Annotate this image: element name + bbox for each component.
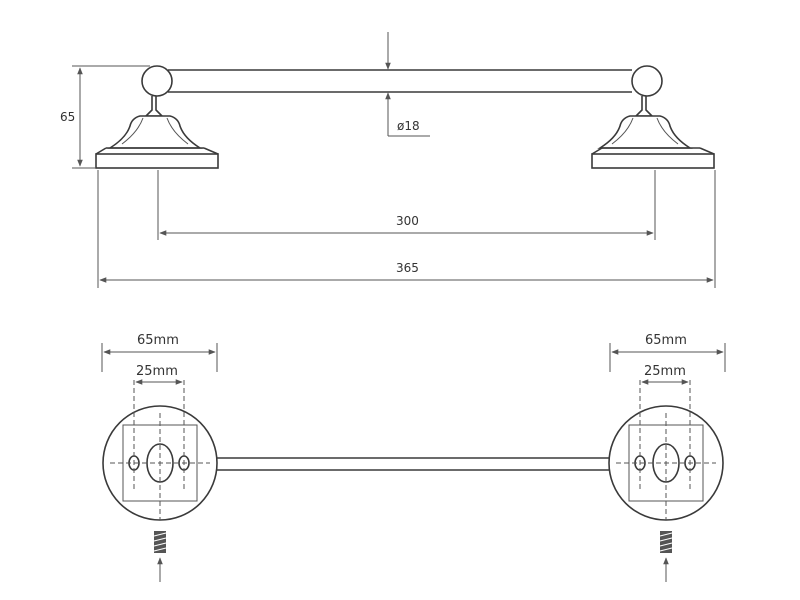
center-distance-dimension: 300 bbox=[157, 170, 656, 240]
left-hole-spacing-dimension: 25mm bbox=[135, 364, 183, 385]
right-bracket bbox=[591, 65, 715, 169]
elevation-view: 65 ø18 300 365 bbox=[60, 32, 716, 288]
screw-icon bbox=[153, 531, 167, 553]
height-dimension: 65 bbox=[60, 65, 150, 169]
overall-length-label: 365 bbox=[396, 261, 419, 275]
right-base-width-label: 65mm bbox=[645, 333, 687, 348]
screw-icon bbox=[659, 531, 673, 553]
overall-length-dimension: 365 bbox=[97, 170, 716, 288]
right-base-width-dimension: 65mm bbox=[609, 333, 726, 372]
towel-rod bbox=[168, 69, 632, 93]
right-hole-spacing-dimension: 25mm bbox=[641, 364, 689, 385]
left-hole-spacing-label: 25mm bbox=[136, 364, 178, 379]
center-distance-label: 300 bbox=[396, 214, 419, 228]
left-base-width-dimension: 65mm bbox=[101, 333, 218, 372]
height-label: 65 bbox=[60, 110, 75, 124]
left-base-plate bbox=[102, 380, 218, 521]
rod-diameter-label: ø18 bbox=[397, 119, 420, 133]
left-base-width-label: 65mm bbox=[137, 333, 179, 348]
right-hole-spacing-label: 25mm bbox=[644, 364, 686, 379]
right-base-plate bbox=[608, 380, 724, 521]
plan-view: 65mm 25mm 65mm 25mm bbox=[101, 333, 726, 582]
left-bracket bbox=[95, 65, 219, 169]
plan-rod bbox=[216, 457, 612, 471]
rod-diameter-dimension: ø18 bbox=[385, 32, 430, 137]
